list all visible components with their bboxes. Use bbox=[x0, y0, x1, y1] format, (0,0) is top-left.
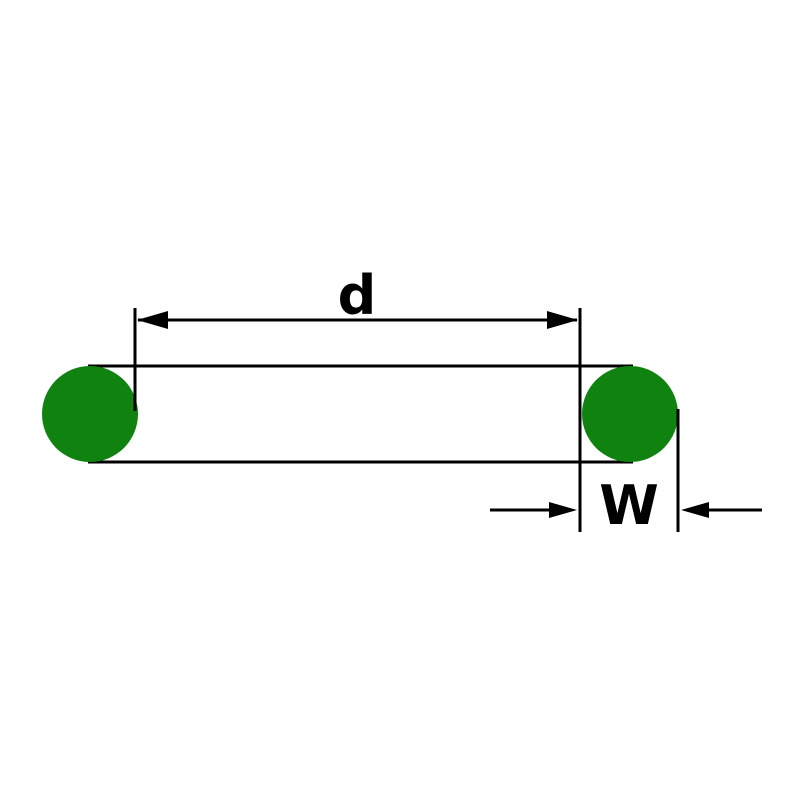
oring-right-cross-section bbox=[582, 366, 678, 462]
inner-diameter-arrowhead-left-icon bbox=[137, 311, 168, 329]
cross-section-width-label: W bbox=[599, 474, 659, 537]
width-arrowhead-left-icon bbox=[549, 502, 577, 518]
inner-diameter-arrowhead-right-icon bbox=[547, 311, 578, 329]
inner-diameter-label: d bbox=[338, 264, 377, 327]
width-arrowhead-right-icon bbox=[681, 502, 709, 518]
oring-left-cross-section bbox=[42, 366, 138, 462]
